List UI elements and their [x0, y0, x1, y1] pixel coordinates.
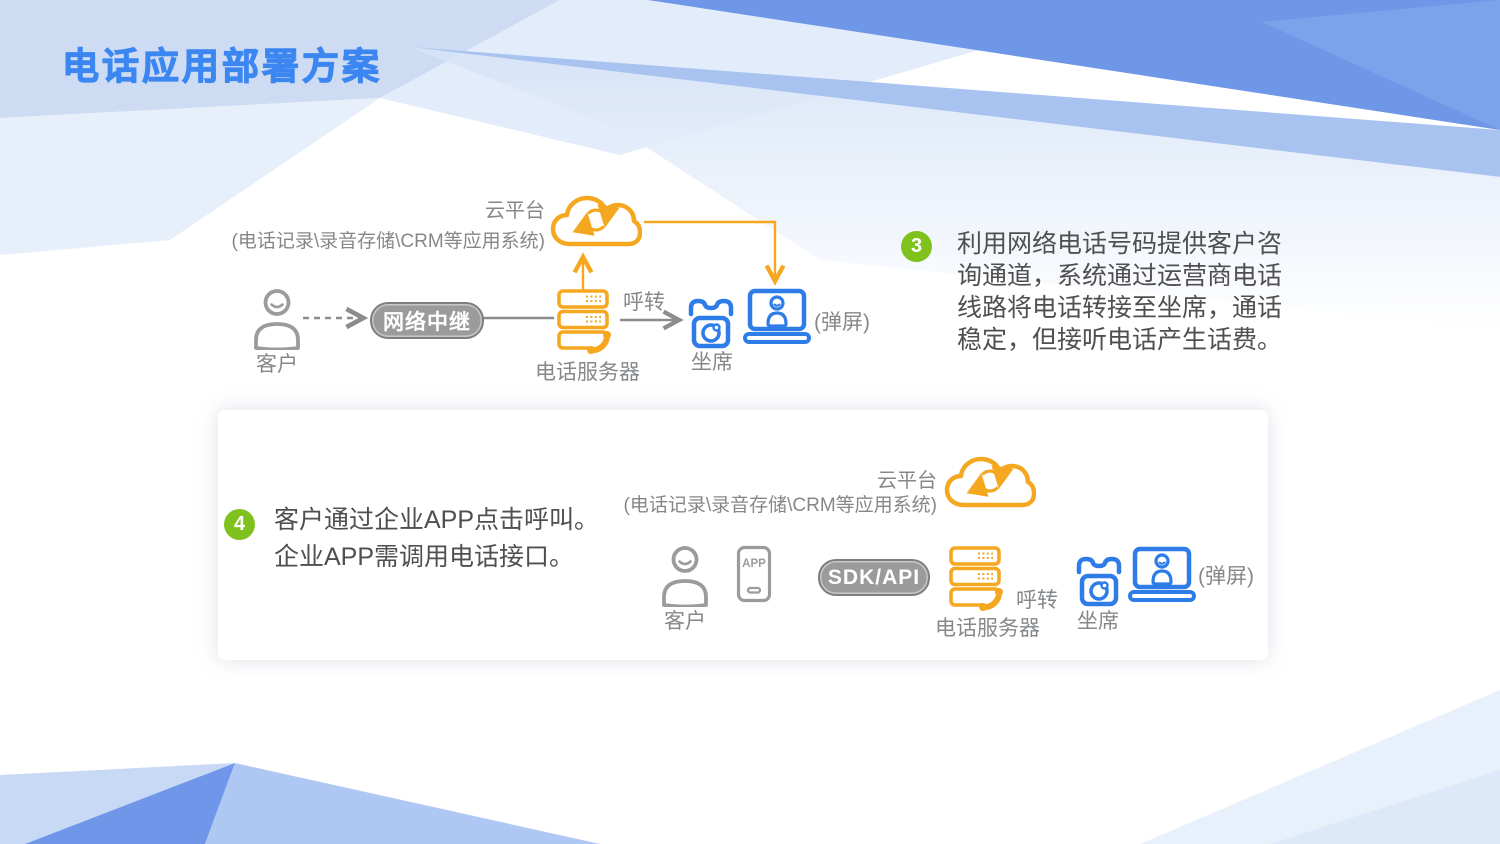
app-badge-label: APP [742, 558, 766, 570]
background-shape [1262, 0, 1500, 130]
network-relay-pill: 网络中继 [370, 302, 484, 339]
call-transfer-label: 呼转 [1016, 589, 1058, 612]
phone-server-icon [557, 289, 614, 354]
background-shape [0, 763, 235, 844]
step-4-badge: 4 [224, 509, 255, 540]
cloud-platform-sublabel: (电话记录\录音存储\CRM等应用系统) [231, 231, 545, 252]
background-shape [205, 763, 600, 844]
agent-label: 坐席 [691, 351, 733, 374]
page-title: 电话应用部署方案 [61, 45, 382, 87]
call-transfer-label: 呼转 [623, 291, 665, 314]
customer-label: 客户 [664, 610, 706, 633]
step-4-text: 客户通过企业APP点击呼叫。 企业APP需调用电话接口。 [274, 502, 599, 576]
cloud-sync-icon [550, 195, 642, 247]
background-shape [410, 47, 1500, 330]
sdk-api-pill: SDK/API [818, 559, 930, 596]
phone-server-label: 电话服务器 [935, 617, 1040, 640]
background-shape [0, 98, 380, 255]
step-3-text: 利用网络电话号码提供客户咨询通道，系统通过运营商电话线路将电话转接至坐席，通话稳… [957, 230, 1283, 354]
customer-person-icon [254, 289, 300, 350]
smartphone-app-icon: APP [736, 545, 772, 603]
popup-screen-label: (弹屏) [1198, 565, 1254, 588]
agent-phone-icon [688, 298, 734, 349]
background-shape [1270, 770, 1500, 844]
background-shape [25, 763, 235, 844]
background-shape [0, 0, 560, 118]
popup-screen-label: (弹屏) [814, 311, 870, 334]
phone-server-icon [949, 546, 1006, 611]
cloud-sync-icon [944, 456, 1036, 508]
bottom-section-panel [218, 410, 1268, 660]
step-3-badge: 3 [901, 231, 932, 262]
agent-phone-icon [1076, 556, 1122, 607]
step-4-line1: 客户通过企业APP点击呼叫。 [274, 506, 600, 534]
cloud-platform-label: 云平台 [485, 200, 545, 222]
agent-label: 坐席 [1077, 610, 1119, 633]
arrow-cloud-to-laptop [644, 220, 786, 286]
cloud-platform-sublabel: (电话记录\录音存储\CRM等应用系统) [623, 495, 937, 516]
customer-person-icon [662, 546, 708, 607]
customer-label: 客户 [256, 353, 298, 376]
agent-laptop-icon [1128, 546, 1196, 602]
agent-laptop-icon [743, 288, 811, 344]
phone-server-label: 电话服务器 [535, 361, 640, 384]
step-4-line2: 企业APP需调用电话接口。 [274, 543, 575, 571]
cloud-platform-label: 云平台 [877, 470, 937, 492]
